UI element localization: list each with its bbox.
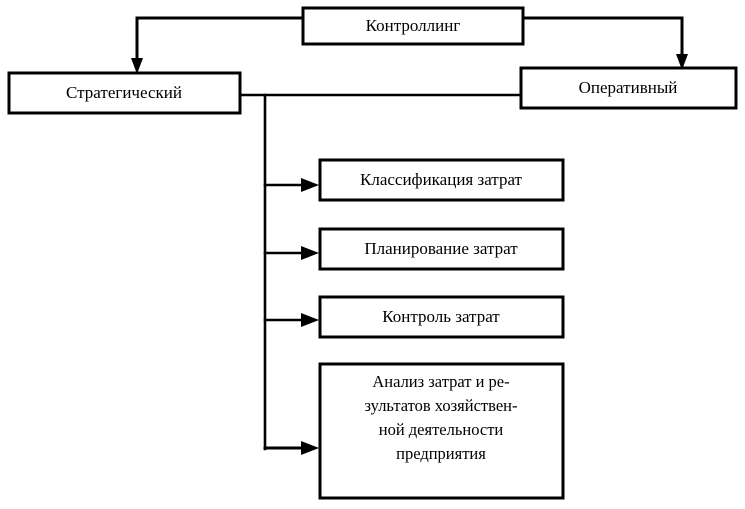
node-operational[interactable]: Оперативный: [519, 66, 738, 110]
node-controlling-label: Контроллинг: [366, 16, 461, 35]
arrow-head-icon: [301, 178, 319, 192]
node-cost-classification-box[interactable]: [318, 158, 565, 202]
node-cost-planning-box[interactable]: [318, 227, 565, 271]
edge-trunk-to-cost-and-results-analysis: [263, 441, 319, 455]
arrow-head-icon: [301, 246, 319, 260]
arrow-head-icon: [301, 441, 319, 455]
edge-trunk-to-cost-control: [263, 313, 319, 327]
node-cost-planning-label: Планирование затрат: [364, 239, 518, 258]
edge-controlling-to-strategic: [131, 16, 305, 74]
node-cost-control[interactable]: Контроль затрат: [318, 295, 565, 339]
node-cost-classification-label: Классификация затрат: [360, 170, 523, 189]
node-cost-and-results-analysis-line-1: Анализ затрат и ре-: [372, 372, 509, 391]
node-operational-label: Оперативный: [579, 78, 678, 97]
node-cost-and-results-analysis-box[interactable]: [318, 362, 565, 500]
node-cost-and-results-analysis-line-4: предприятия: [396, 444, 486, 463]
node-cost-control-label: Контроль затрат: [382, 307, 500, 326]
arrow-head-icon: [131, 58, 143, 74]
node-cost-control-box[interactable]: [318, 295, 565, 339]
edge-controlling-to-operational: [521, 16, 688, 70]
edge-trunk-to-cost-classification: [263, 178, 319, 192]
arrow-head-icon: [301, 313, 319, 327]
node-cost-and-results-analysis[interactable]: Анализ затрат и ре- зультатов хозяйствен…: [318, 362, 565, 500]
node-controlling-box[interactable]: [301, 6, 525, 46]
node-strategic-label: Стратегический: [66, 83, 182, 102]
node-cost-planning[interactable]: Планирование затрат: [318, 227, 565, 271]
node-cost-and-results-analysis-line-3: ной деятельности: [379, 420, 504, 439]
edge-trunk-to-cost-planning: [263, 246, 319, 260]
arrow-head-icon: [676, 54, 688, 70]
node-cost-classification[interactable]: Классификация затрат: [318, 158, 565, 202]
node-operational-box[interactable]: [519, 66, 738, 110]
node-strategic-box[interactable]: [7, 71, 242, 115]
node-strategic[interactable]: Стратегический: [7, 71, 242, 115]
node-cost-and-results-analysis-line-2: зультатов хозяйствен-: [365, 396, 518, 415]
node-controlling[interactable]: Контроллинг: [301, 6, 525, 46]
